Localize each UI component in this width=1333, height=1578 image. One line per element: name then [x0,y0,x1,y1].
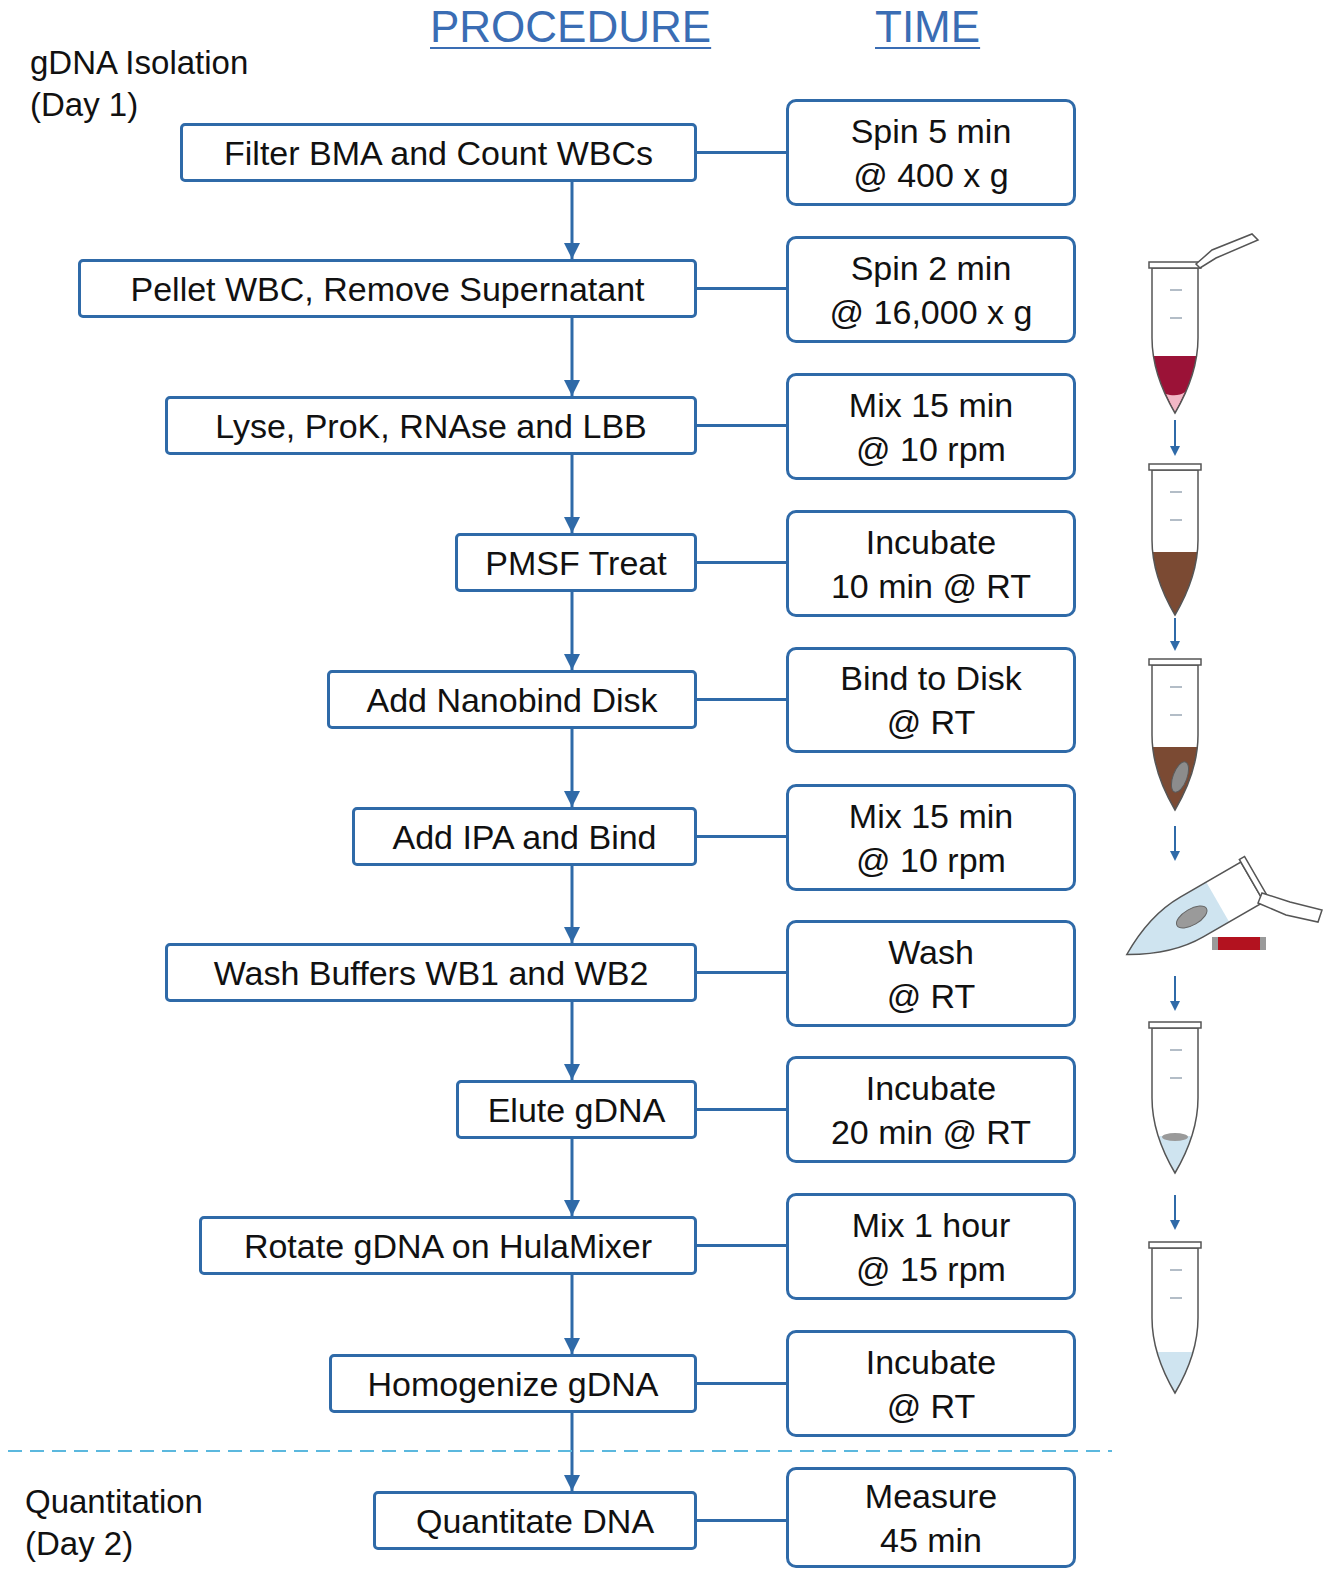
connector-line [697,424,786,427]
tube-tilted [1109,856,1270,979]
time-text: Mix 15 min @ 10 rpm [849,794,1013,882]
connector-line [697,835,786,838]
process-box: Quantitate DNA [373,1491,697,1550]
time-text: Measure 45 min [865,1474,997,1562]
tube-arrows [1170,420,1180,1230]
time-text: Bind to Disk @ RT [840,656,1021,744]
connector-line [697,1519,786,1522]
step-text: PMSF Treat [485,543,666,583]
connector-line [697,561,786,564]
connector-line [697,1244,786,1247]
time-box: Measure 45 min [786,1467,1076,1568]
tube-lysate [1149,464,1201,622]
step-text: Wash Buffers WB1 and WB2 [214,953,649,993]
process-box: Add IPA and Bind [352,807,697,866]
time-box: Incubate 10 min @ RT [786,510,1076,617]
time-box: Incubate 20 min @ RT [786,1056,1076,1163]
process-box: Pellet WBC, Remove Supernatant [78,259,697,318]
time-box: Incubate @ RT [786,1330,1076,1437]
time-box: Mix 15 min @ 10 rpm [786,784,1076,891]
process-box: PMSF Treat [455,533,697,592]
time-text: Wash @ RT [887,930,976,1018]
step-text: Filter BMA and Count WBCs [224,133,653,173]
time-text: Incubate @ RT [866,1340,996,1428]
process-box: Add Nanobind Disk [327,670,697,729]
step-text: Homogenize gDNA [367,1364,658,1404]
column-heading: PROCEDURE [430,2,711,52]
time-box: Bind to Disk @ RT [786,647,1076,753]
time-box: Mix 1 hour @ 15 rpm [786,1193,1076,1300]
time-text: Spin 5 min @ 400 x g [851,109,1012,197]
process-box: Elute gDNA [456,1080,697,1139]
step-text: Elute gDNA [488,1090,666,1130]
tube-blood [1149,234,1258,416]
flow-arrow [571,729,574,807]
flow-arrow [571,1002,574,1080]
tube-gdna [1149,1242,1201,1397]
time-box: Wash @ RT [786,920,1076,1027]
connector-line [697,1108,786,1111]
phase-label: Quantitation (Day 2) [25,1481,203,1565]
tube-eluate [1149,1022,1201,1176]
step-text: Lyse, ProK, RNAse and LBB [215,406,647,446]
connector-line [697,971,786,974]
step-text: Rotate gDNA on HulaMixer [244,1226,652,1266]
magnet [1212,937,1266,950]
process-box: Filter BMA and Count WBCs [180,123,697,182]
flow-arrow [571,182,574,259]
time-box: Mix 15 min @ 10 rpm [786,373,1076,480]
process-box: Rotate gDNA on HulaMixer [199,1216,697,1275]
step-text: Pellet WBC, Remove Supernatant [130,269,644,309]
phase-label: gDNA Isolation (Day 1) [30,42,248,126]
flow-arrow [571,1139,574,1216]
flow-arrow [571,866,574,943]
time-text: Mix 15 min @ 10 rpm [849,383,1013,471]
connector-line [697,287,786,290]
tube-lid [1258,893,1322,922]
time-text: Incubate 20 min @ RT [831,1066,1031,1154]
process-box: Wash Buffers WB1 and WB2 [165,943,697,1002]
flow-arrow [571,592,574,670]
time-text: Mix 1 hour @ 15 rpm [852,1203,1011,1291]
day-divider [8,1450,1112,1452]
time-text: Spin 2 min @ 16,000 x g [830,246,1033,334]
flow-arrow [571,1275,574,1354]
connector-line [697,151,786,154]
connector-line [697,1382,786,1385]
step-text: Add IPA and Bind [392,817,656,857]
step-text: Quantitate DNA [416,1501,654,1541]
flow-arrow [571,318,574,396]
column-heading: TIME [875,2,980,52]
time-box: Spin 2 min @ 16,000 x g [786,236,1076,343]
connector-line [697,698,786,701]
step-text: Add Nanobind Disk [366,680,657,720]
tube-with-disk [1149,659,1201,817]
time-text: Incubate 10 min @ RT [831,520,1031,608]
process-box: Homogenize gDNA [329,1354,697,1413]
flow-arrow [571,455,574,533]
process-box: Lyse, ProK, RNAse and LBB [165,396,697,455]
time-box: Spin 5 min @ 400 x g [786,99,1076,206]
